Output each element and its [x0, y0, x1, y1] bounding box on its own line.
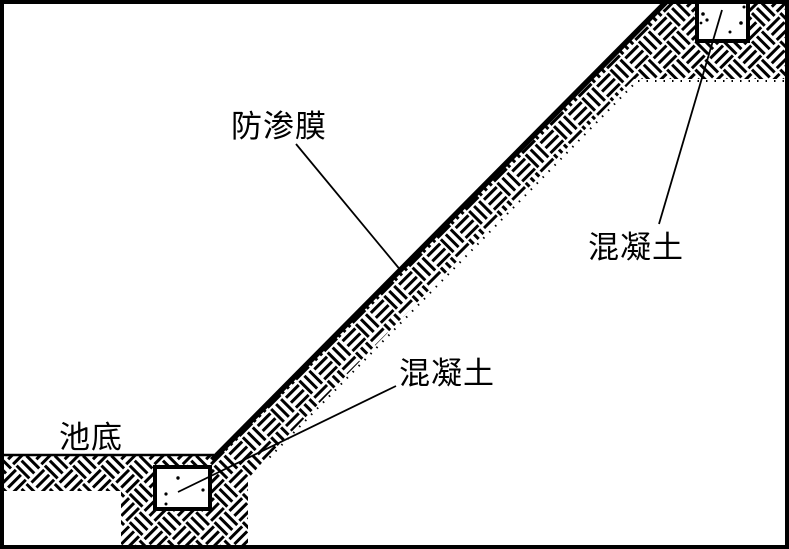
concrete-anchor-bottom-box — [153, 465, 212, 511]
membrane-line — [210, 0, 668, 462]
membrane-label: 防渗膜 — [231, 109, 327, 144]
concrete-top-label: 混凝土 — [588, 230, 684, 265]
membrane-leader-line — [295, 143, 403, 273]
concrete-aggregate-speckles — [164, 476, 205, 506]
concrete-anchor-top — [695, 0, 750, 43]
concrete-anchor-bottom — [153, 465, 212, 511]
concrete-top-leader-line — [658, 9, 723, 225]
concrete-mid-leader-line — [177, 385, 397, 493]
concrete-mid-label: 混凝土 — [399, 356, 495, 391]
concrete-aggregate-speckles — [699, 5, 746, 34]
pool-bottom-label: 池底 — [59, 420, 123, 455]
concrete-anchor-top-box — [695, 0, 750, 43]
